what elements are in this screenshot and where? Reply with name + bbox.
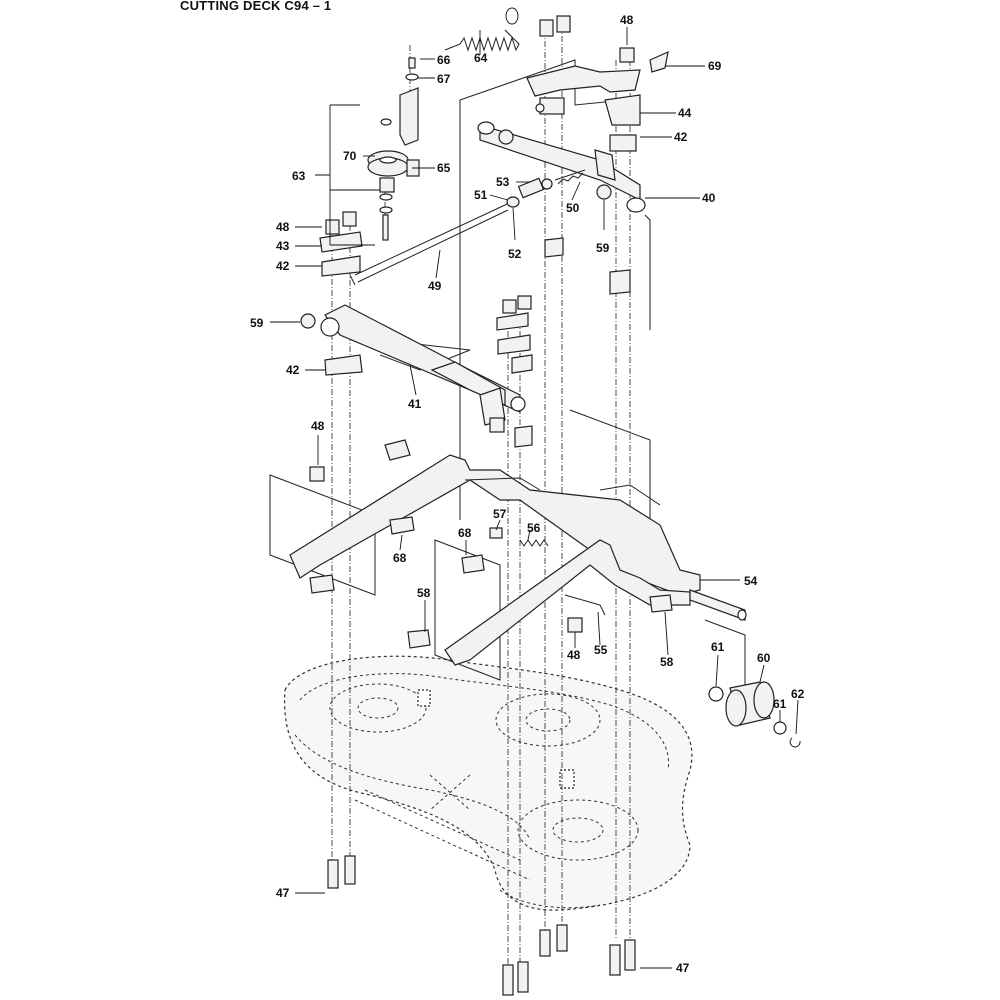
callout-43: 43	[276, 239, 290, 253]
callout-59-left: 59	[250, 316, 264, 330]
callout-47-left: 47	[276, 886, 290, 900]
callout-42-mid-left: 42	[286, 363, 300, 377]
callout-53: 53	[496, 175, 510, 189]
callout-48-mid-left: 48	[311, 419, 325, 433]
callout-42-left: 42	[276, 259, 290, 273]
pulley-assembly	[367, 57, 420, 241]
callout-68-left: 68	[393, 551, 407, 565]
callout-57: 57	[493, 507, 507, 521]
callout-62: 62	[791, 687, 805, 701]
upper-right-bracket	[526, 15, 669, 152]
callout-63: 63	[292, 169, 306, 183]
callout-42-upper-right: 42	[674, 130, 688, 144]
callout-58-left: 58	[417, 586, 431, 600]
callout-70: 70	[343, 149, 357, 163]
spring-part-64	[444, 7, 520, 52]
callout-52: 52	[508, 247, 522, 261]
shaft-part-40	[477, 121, 646, 213]
callout-60: 60	[757, 651, 771, 665]
callout-leaders	[270, 27, 799, 969]
callout-55: 55	[594, 643, 608, 657]
deck-roller	[708, 681, 801, 748]
left-bracket-stack	[319, 211, 363, 277]
callout-48-left: 48	[276, 220, 290, 234]
callout-58-right: 58	[660, 655, 674, 669]
callout-68-center: 68	[458, 526, 472, 540]
callout-44: 44	[678, 106, 692, 120]
callout-67: 67	[437, 72, 451, 86]
shaft-part-41	[300, 295, 533, 448]
callout-51: 51	[474, 188, 488, 202]
adjustment-rod	[349, 169, 631, 295]
callout-49: 49	[428, 279, 442, 293]
callout-59-upper: 59	[596, 241, 610, 255]
callout-48-center: 48	[567, 648, 581, 662]
diagram-title: CUTTING DECK C94 – 1	[180, 0, 332, 13]
callout-40: 40	[702, 191, 716, 205]
callout-48-top-right: 48	[620, 13, 634, 27]
callout-labels: 64 66 67 70 63 65 48 69 44 42 40 53 51 5…	[250, 13, 805, 975]
callout-61-left: 61	[711, 640, 725, 654]
callout-50: 50	[566, 201, 580, 215]
lift-arm-assembly	[289, 439, 747, 666]
callout-47-right: 47	[676, 961, 690, 975]
cutting-deck-shell	[284, 655, 693, 911]
callout-56: 56	[527, 521, 541, 535]
callout-41: 41	[408, 397, 422, 411]
bottom-bolts	[327, 855, 636, 996]
callout-66: 66	[437, 53, 451, 67]
callout-65: 65	[437, 161, 451, 175]
callout-64: 64	[474, 51, 488, 65]
callout-61-right: 61	[773, 697, 787, 711]
callout-54: 54	[744, 574, 758, 588]
callout-69: 69	[708, 59, 722, 73]
